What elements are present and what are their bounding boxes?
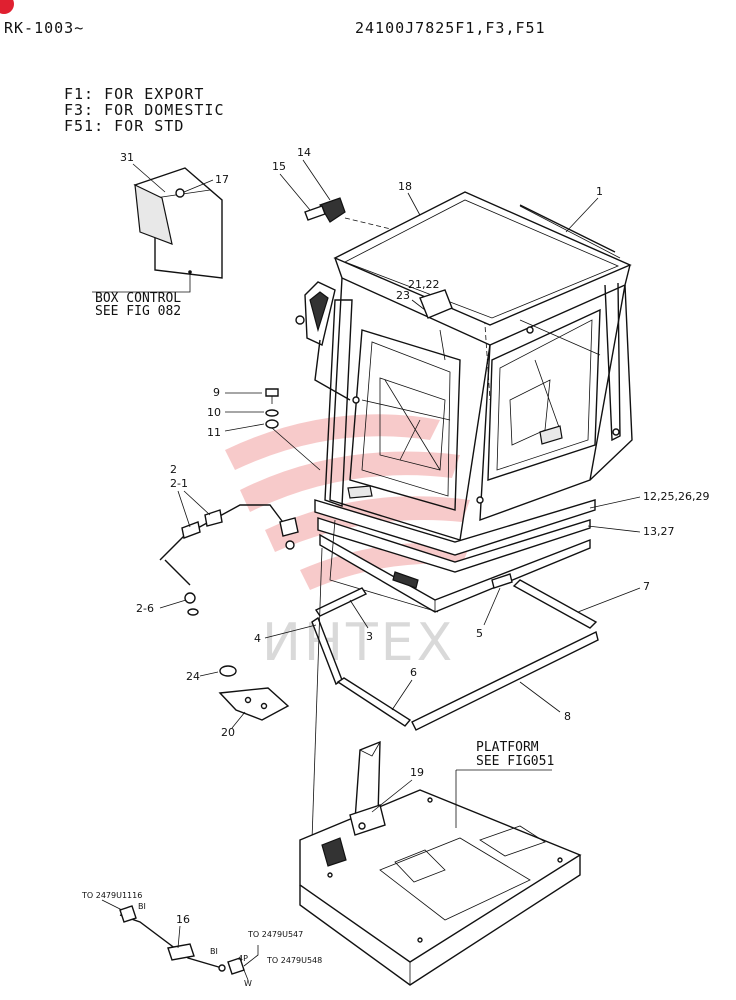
corner-badge: [0, 0, 14, 14]
callout-15: 15: [272, 160, 286, 173]
callout-9: 9: [213, 386, 220, 399]
bracket-part: [218, 665, 290, 721]
roof-lamp-part: [304, 197, 346, 223]
note-f51: F51: FOR STD: [64, 117, 184, 135]
callout-5: 5: [476, 627, 483, 640]
callout-18: 18: [398, 180, 412, 193]
callout-14: 14: [297, 146, 311, 159]
box-control-ref: SEE FIG 082: [95, 304, 181, 319]
callout-10: 10: [207, 406, 221, 419]
callout-12-25-26-29: 12,25,26,29: [643, 490, 709, 503]
wiring-4p: 4P: [238, 954, 248, 963]
box-control-part: [92, 167, 223, 293]
callout-31: 31: [120, 151, 134, 164]
wiring-harness: [119, 905, 259, 981]
note-f3: F3: FOR DOMESTIC: [64, 101, 225, 119]
wiring-to-2479u547: TO 2479U547: [247, 930, 303, 939]
callout-20: 20: [221, 726, 235, 739]
header-model-code: RK-1003~: [4, 19, 84, 37]
wiring-bi-lower: BI: [210, 947, 218, 956]
callout-7: 7: [643, 580, 650, 593]
callout-16: 16: [176, 913, 190, 926]
callout-17: 17: [215, 173, 229, 186]
callout-6: 6: [410, 666, 417, 679]
cab-assembly: [314, 191, 633, 613]
platform-ref: SEE FIG051: [476, 754, 554, 769]
platform-label: PLATFORM: [476, 740, 539, 755]
callout-21-22: 21,22: [408, 278, 440, 291]
callout-3: 3: [366, 630, 373, 643]
seal-strips: [311, 573, 599, 731]
callout-2-6: 2-6: [136, 602, 154, 615]
header-part-number: 24100J7825F1,F3,F51: [355, 19, 546, 37]
bolt-washer-nut: [265, 388, 279, 429]
callout-8: 8: [564, 710, 571, 723]
wiring-w: W: [244, 979, 252, 988]
callout-19: 19: [410, 766, 424, 779]
callout-1: 1: [596, 185, 603, 198]
callout-2: 2: [170, 463, 177, 476]
callout-2-1: 2-1: [170, 477, 188, 490]
note-f1: F1: FOR EXPORT: [64, 85, 204, 103]
wiring-to-2479u548: TO 2479U548: [266, 956, 322, 965]
platform-part: [299, 740, 582, 986]
callout-23: 23: [396, 289, 410, 302]
callout-11: 11: [207, 426, 221, 439]
callout-24: 24: [186, 670, 200, 683]
wiper-cable-part: [159, 504, 299, 616]
mirror-part: [295, 281, 351, 401]
watermark-text: ИНТЕХ: [262, 613, 455, 673]
wiring-bi-upper: BI: [138, 902, 146, 911]
callout-4: 4: [254, 632, 261, 645]
callout-13-27: 13,27: [643, 525, 675, 538]
box-control-label: BOX CONTROL: [95, 291, 181, 306]
wiring-to-2479u1116: TO 2479U1116: [81, 891, 142, 900]
